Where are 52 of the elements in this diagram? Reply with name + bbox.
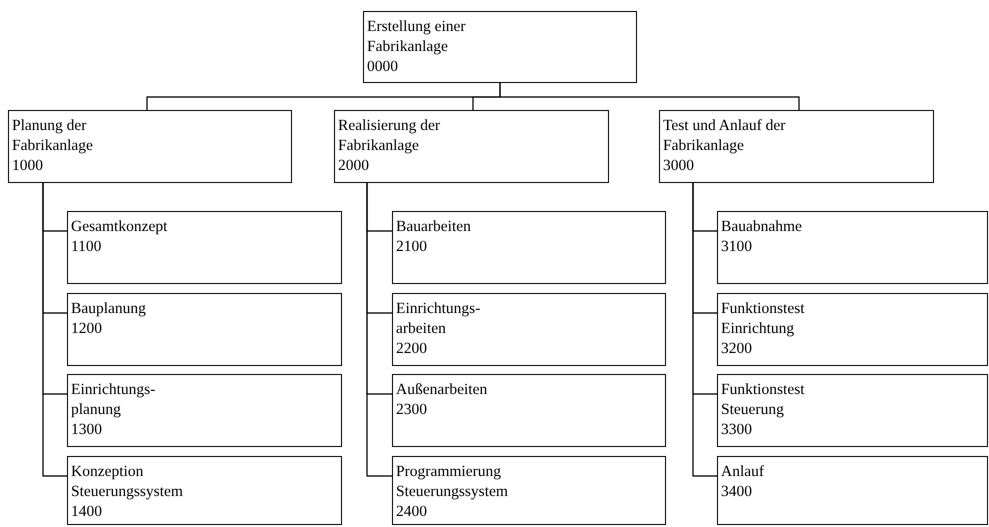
task-name: Gesamtkonzept xyxy=(71,217,168,237)
task-code: 2100 xyxy=(396,237,427,257)
task-code: 1300 xyxy=(71,420,102,440)
structure-box xyxy=(8,110,292,183)
task-code: 2000 xyxy=(338,156,369,176)
task-name: Bauplanung xyxy=(71,299,146,319)
connector-line xyxy=(366,183,392,477)
task-code: 3300 xyxy=(721,420,752,440)
task-code: 2200 xyxy=(396,339,427,359)
task-code: 3100 xyxy=(721,237,752,257)
task-name: Konzeption Steuerungssystem xyxy=(71,462,184,502)
structure-box xyxy=(67,456,342,525)
task-code: 0000 xyxy=(367,57,398,77)
task-code: 3200 xyxy=(721,339,752,359)
task-code: 2300 xyxy=(396,400,427,420)
task-name: Erstellung einer Fabrikanlage xyxy=(367,17,467,57)
task-code: 1200 xyxy=(71,319,102,339)
task-name: Außenarbeiten xyxy=(396,380,488,400)
structure-box xyxy=(659,110,934,183)
task-name: Anlauf xyxy=(721,462,764,482)
task-code: 1400 xyxy=(71,502,102,522)
structure-box xyxy=(67,211,342,284)
task-name: Bauarbeiten xyxy=(396,217,471,237)
task-code: 3000 xyxy=(663,156,694,176)
structure-box xyxy=(717,456,988,525)
structure-box xyxy=(392,211,666,284)
task-name: Test und Anlauf der Fabrikanlage xyxy=(663,116,786,156)
structure-box xyxy=(717,374,988,447)
connector-line xyxy=(692,183,717,477)
structure-box xyxy=(392,456,666,525)
task-name: Funktionstest Steuerung xyxy=(721,380,806,420)
structure-box xyxy=(717,211,988,284)
task-name: Funktionstest Einrichtung xyxy=(721,299,806,339)
task-name: Einrichtungs- planung xyxy=(71,380,156,420)
task-name: Planung der Fabrikanlage xyxy=(12,116,94,156)
task-code: 1000 xyxy=(12,156,43,176)
task-code: 3400 xyxy=(721,482,752,502)
task-code: 1100 xyxy=(71,237,102,257)
structure-box xyxy=(363,11,637,83)
structure-box xyxy=(334,110,609,183)
task-name: Realisierung der Fabrikanlage xyxy=(338,116,442,156)
structure-box xyxy=(717,293,988,366)
task-name: Einrichtungs- arbeiten xyxy=(396,299,482,339)
task-name: Programmierung Steuerungssystem xyxy=(396,462,509,502)
structure-box xyxy=(67,293,342,366)
task-name: Bauabnahme xyxy=(721,217,802,237)
task-code: 2400 xyxy=(396,502,427,522)
connector-line xyxy=(42,183,67,477)
structure-box xyxy=(392,374,666,447)
structure-box xyxy=(392,293,666,366)
structure-box xyxy=(67,374,342,447)
connector-line xyxy=(499,83,800,110)
